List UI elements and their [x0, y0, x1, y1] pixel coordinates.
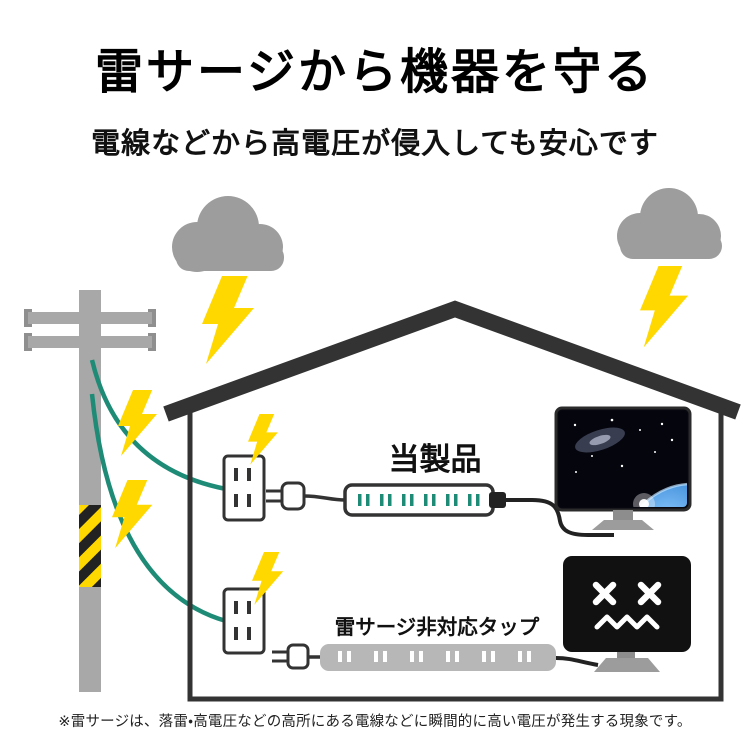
lightning-bolt-left-cloud-icon [202, 276, 254, 364]
page-title: 雷サージから機器を守る [94, 46, 656, 99]
power-line-to-bottom-outlet [89, 393, 227, 624]
footnote: ※雷サージは、落雷・高電圧などの高所にある電線などに瞬間的に高い電圧が発生する現… [58, 714, 692, 730]
product-label: 当製品 [389, 442, 482, 477]
page-subtitle: 電線などから高電圧が侵入しても安心です [91, 128, 659, 160]
lightning-bolt-right-cloud-icon [640, 266, 689, 348]
power-line-to-top-outlet [89, 359, 227, 492]
wall-outlet-bottom [222, 587, 266, 655]
house-roof [163, 300, 741, 422]
surge-protected-power-strip [343, 483, 495, 517]
dead-face-icon [592, 581, 662, 630]
non-surge-strip-label: 雷サージ非対応タップ [335, 615, 540, 639]
power-plug-bottom [272, 643, 321, 670]
space-wallpaper [559, 411, 687, 507]
hazard-stripe-band [79, 505, 101, 587]
house-walls [187, 412, 724, 702]
monitor-power-cord-top [489, 492, 614, 537]
house [163, 300, 741, 702]
surge-protection-diagram: 当製品 雷サージ非対応タップ [24, 188, 741, 702]
monitor-power-cord-bottom [555, 656, 599, 667]
protected-monitor [554, 406, 692, 530]
storm-cloud-left [172, 196, 284, 272]
damaged-monitor [563, 556, 691, 672]
wall-outlet-top [222, 454, 266, 522]
non-surge-power-strip [320, 644, 556, 671]
storm-cloud-right [617, 188, 722, 259]
power-plug-top [266, 481, 346, 511]
utility-pole [24, 290, 156, 692]
